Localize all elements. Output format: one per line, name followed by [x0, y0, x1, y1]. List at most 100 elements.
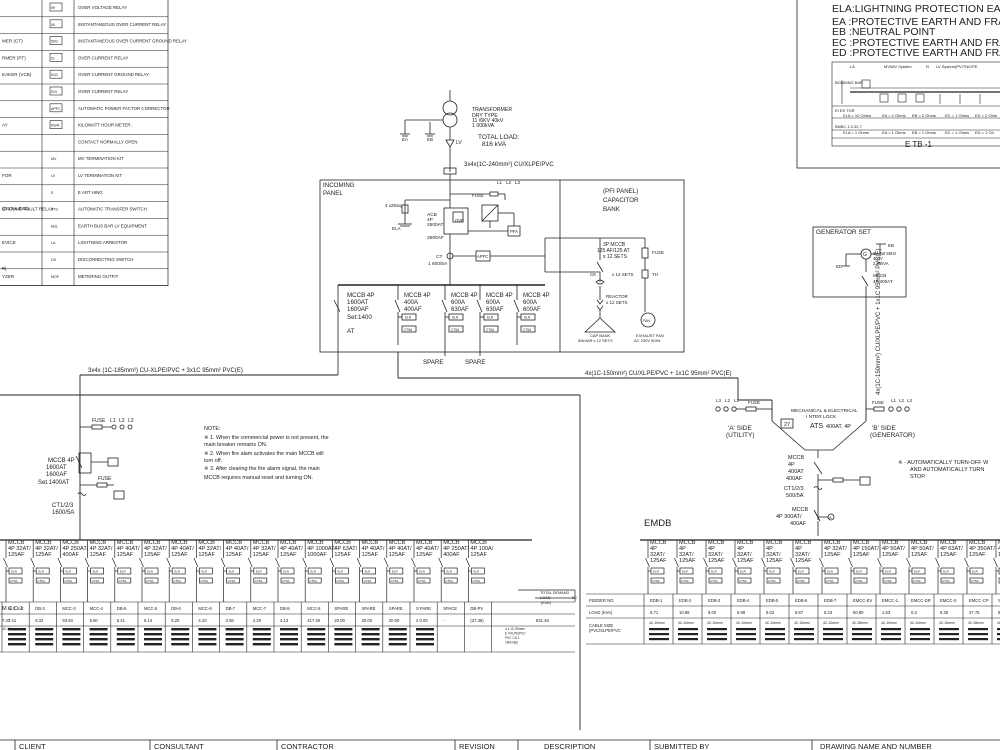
- mdb-feeder-9-mccb-1: 4P 50AT/: [911, 546, 934, 552]
- mdb-feeder-5-load: 6.67: [795, 610, 804, 615]
- mdb-feeder-7-mccb-1: 4P 150AT/: [853, 546, 879, 552]
- ldb-cable-spec-15-0: [416, 628, 434, 631]
- ldb-cable-spec-6-0: [171, 628, 190, 631]
- ldb-feeder-17-no: DB-PV: [470, 606, 483, 611]
- legend-symbol-3: 51: [51, 56, 55, 60]
- pv-cable-3: 16mm(E): [505, 641, 518, 645]
- transformer-text: TRANSFORMER DRY TYPE 11 /6KV 40kV 1 000k…: [402, 107, 554, 168]
- generator-cable: 4x(1C-150mm²) CU/XLPE/PVC + 1x1C 95mm² P…: [876, 248, 882, 395]
- legend-symbol-9: MV: [51, 157, 57, 161]
- ldb-cable-spec-2-1: [62, 633, 81, 636]
- mdb-feeder-6-elr: ELR: [827, 570, 834, 574]
- emdb-title: EMDB: [644, 518, 671, 529]
- ldb-cable-spec-3-1: [89, 633, 108, 636]
- ldb-cable-spec-7-3: [198, 643, 217, 646]
- left-main-branch: [75, 424, 133, 500]
- ldb-feeder-17-mccb-1: 4P 100A/: [470, 546, 493, 552]
- pfi-panel: [583, 238, 656, 333]
- ats-l1: L1: [734, 398, 740, 403]
- legend-symbol-1: 50: [51, 23, 55, 27]
- emdb-cable-cell-8: 4C-10mm²: [881, 621, 898, 625]
- ldb-feeder-13-load: 20.00: [362, 618, 373, 623]
- pfi-title-3: BANK: [603, 206, 621, 213]
- pfi-ck: CK: [590, 272, 596, 277]
- ldb-feeder-0-ct: CT5A: [10, 579, 18, 583]
- mdb-feeder-10-no: EMCC-S: [940, 598, 957, 603]
- generator-spec-2: 400V: [873, 256, 883, 261]
- legend-symbol-7: KWH: [51, 124, 60, 128]
- legend-label-7: AY: [2, 123, 8, 128]
- ldb-feeder-4-elr: ELR: [120, 570, 127, 574]
- legend-symbol-11: E: [51, 191, 54, 195]
- ldb-feeder-7-no: MCC-6: [198, 606, 212, 611]
- ats-mccb2-2: 4P 300AT/: [776, 514, 802, 520]
- mdb-feeder-8-mccb-2: 125AF: [882, 552, 899, 558]
- emdb-cable-spec-10-2: [939, 638, 959, 641]
- pv-ec: EC: [572, 596, 578, 600]
- ldb-cable-spec-13-0: [361, 628, 380, 631]
- generator-spec-3: 2 30kVA: [873, 261, 889, 266]
- main-mccb-l4: Set:1400: [347, 314, 372, 321]
- ldb-feeder-13-no: SPARE: [362, 606, 376, 611]
- incoming-panel: [319, 174, 685, 375]
- mdb-feeder-0-no: EDB-1: [650, 598, 663, 603]
- mdb-feeder-12-load: 8.80: [998, 610, 1000, 615]
- emdb-cable-spec-2-2: [707, 638, 727, 641]
- pfi-mccb-1: 3P MCCB: [603, 242, 626, 248]
- pfi-mccb-2: 125 AF/125 AT: [597, 248, 630, 254]
- branch-1-mccb-0: MCCB 4P: [451, 293, 478, 299]
- mdb-feeder-8-ct: CT5A: [884, 579, 892, 583]
- mdb-feeder-2-mccb-3: 125AF: [708, 558, 725, 564]
- ldb-feeder-11-load: 417.48: [307, 618, 320, 623]
- emdb-cable-cell-10: 4C-16mm²: [939, 621, 956, 625]
- ldb-first-feeder: M C C-1: [2, 606, 23, 612]
- note-line-6: MCCB requires manual reset and turning O…: [204, 475, 313, 481]
- mdb-feeder-5-mccb-0: MCCB: [795, 540, 812, 546]
- emdb-cable-spec-11-2: [968, 638, 988, 641]
- mdb-feeder-6-no: EDB-7: [824, 598, 837, 603]
- ldb-feeder-5-ct: CT5A: [146, 579, 154, 583]
- mdb-feeder-0-mccb-3: 125AF: [650, 558, 667, 564]
- ldb-feeder-6-mccb-1: 4P 40AT/: [171, 546, 194, 552]
- mdb-feeder-2-mccb-1: 4P: [708, 546, 715, 552]
- ldb-cable-spec-7-1: [198, 633, 217, 636]
- ldb-feeder-3-mccb-2: 125AF: [90, 552, 107, 558]
- spare-label-2: SPARE: [465, 359, 486, 366]
- ldb-cable-spec-13-1: [361, 633, 380, 636]
- ldb-feeder-13-mccb-0: MCCB: [362, 540, 379, 546]
- emdb-cable-spec-9-1: [910, 633, 930, 636]
- ldb-feeder-4-no: DB-5: [117, 606, 127, 611]
- pfi-ck-sets: x 12 SETS: [612, 272, 634, 277]
- branch-0-mccb-0: MCCB 4P: [404, 293, 431, 299]
- ldb-feeder-6-elr: ELR: [174, 570, 181, 574]
- ldb-feeder-9-load: 4.28: [253, 618, 262, 623]
- ats-note-1: ※ - AUTOMATICALLY TURN-OFF W: [898, 459, 989, 466]
- mdb-feeder-9-mccb-2: 125AF: [911, 552, 928, 558]
- generator-text: GENERATOR SET G EB ED 3~ 4W 50Hz 400V 2 …: [816, 229, 896, 395]
- emdb-cable-cell-3: 4C-10mm²: [736, 621, 753, 625]
- earth-row1-e: EC = 1 Ohms: [945, 113, 969, 118]
- mdb-feeder-10-mccb-2: 125AF: [940, 552, 957, 558]
- legend-label-10: FOR: [2, 173, 12, 178]
- note-block: NOTE: ※ 1. When the commercial power is …: [204, 426, 329, 481]
- generator-g: G: [863, 252, 867, 258]
- mdb-feeder-2-mccb-0: MCCB: [708, 540, 725, 546]
- left-l2: L2: [119, 418, 125, 424]
- left-mccb-1: MCCB 4P: [48, 458, 75, 464]
- left-ct-2: 1600/5A: [52, 510, 74, 516]
- emdb-cable-cell-6: 4C-10mm²: [823, 621, 840, 625]
- incoming-title-2: PANEL: [323, 190, 343, 197]
- mdb-feeder-10-mccb-1: 4P 63AT/: [940, 546, 963, 552]
- ats-mccb-3: 400AT: [788, 469, 804, 475]
- ldb-feeder-11-mccb-1: 4P 1000AT/: [307, 546, 336, 552]
- legend-label-4: EAKER (VCB): [2, 72, 32, 77]
- ldb-feeder-4-ct: CT5A: [119, 579, 127, 583]
- ats-fuse-a: FUSE: [748, 400, 760, 405]
- ldb-feeder-16-ct: CT5A: [445, 579, 453, 583]
- ldb-cable-spec-5-1: [144, 633, 162, 636]
- emdb-cable-cell-1: 4C-10mm²: [678, 621, 695, 625]
- ldb-cable-spec-14-0: [388, 628, 407, 631]
- ldb-feeder-6-mccb-2: 125AF: [171, 552, 188, 558]
- mdb-feeder-4-mccb-3: 125AF: [766, 558, 783, 564]
